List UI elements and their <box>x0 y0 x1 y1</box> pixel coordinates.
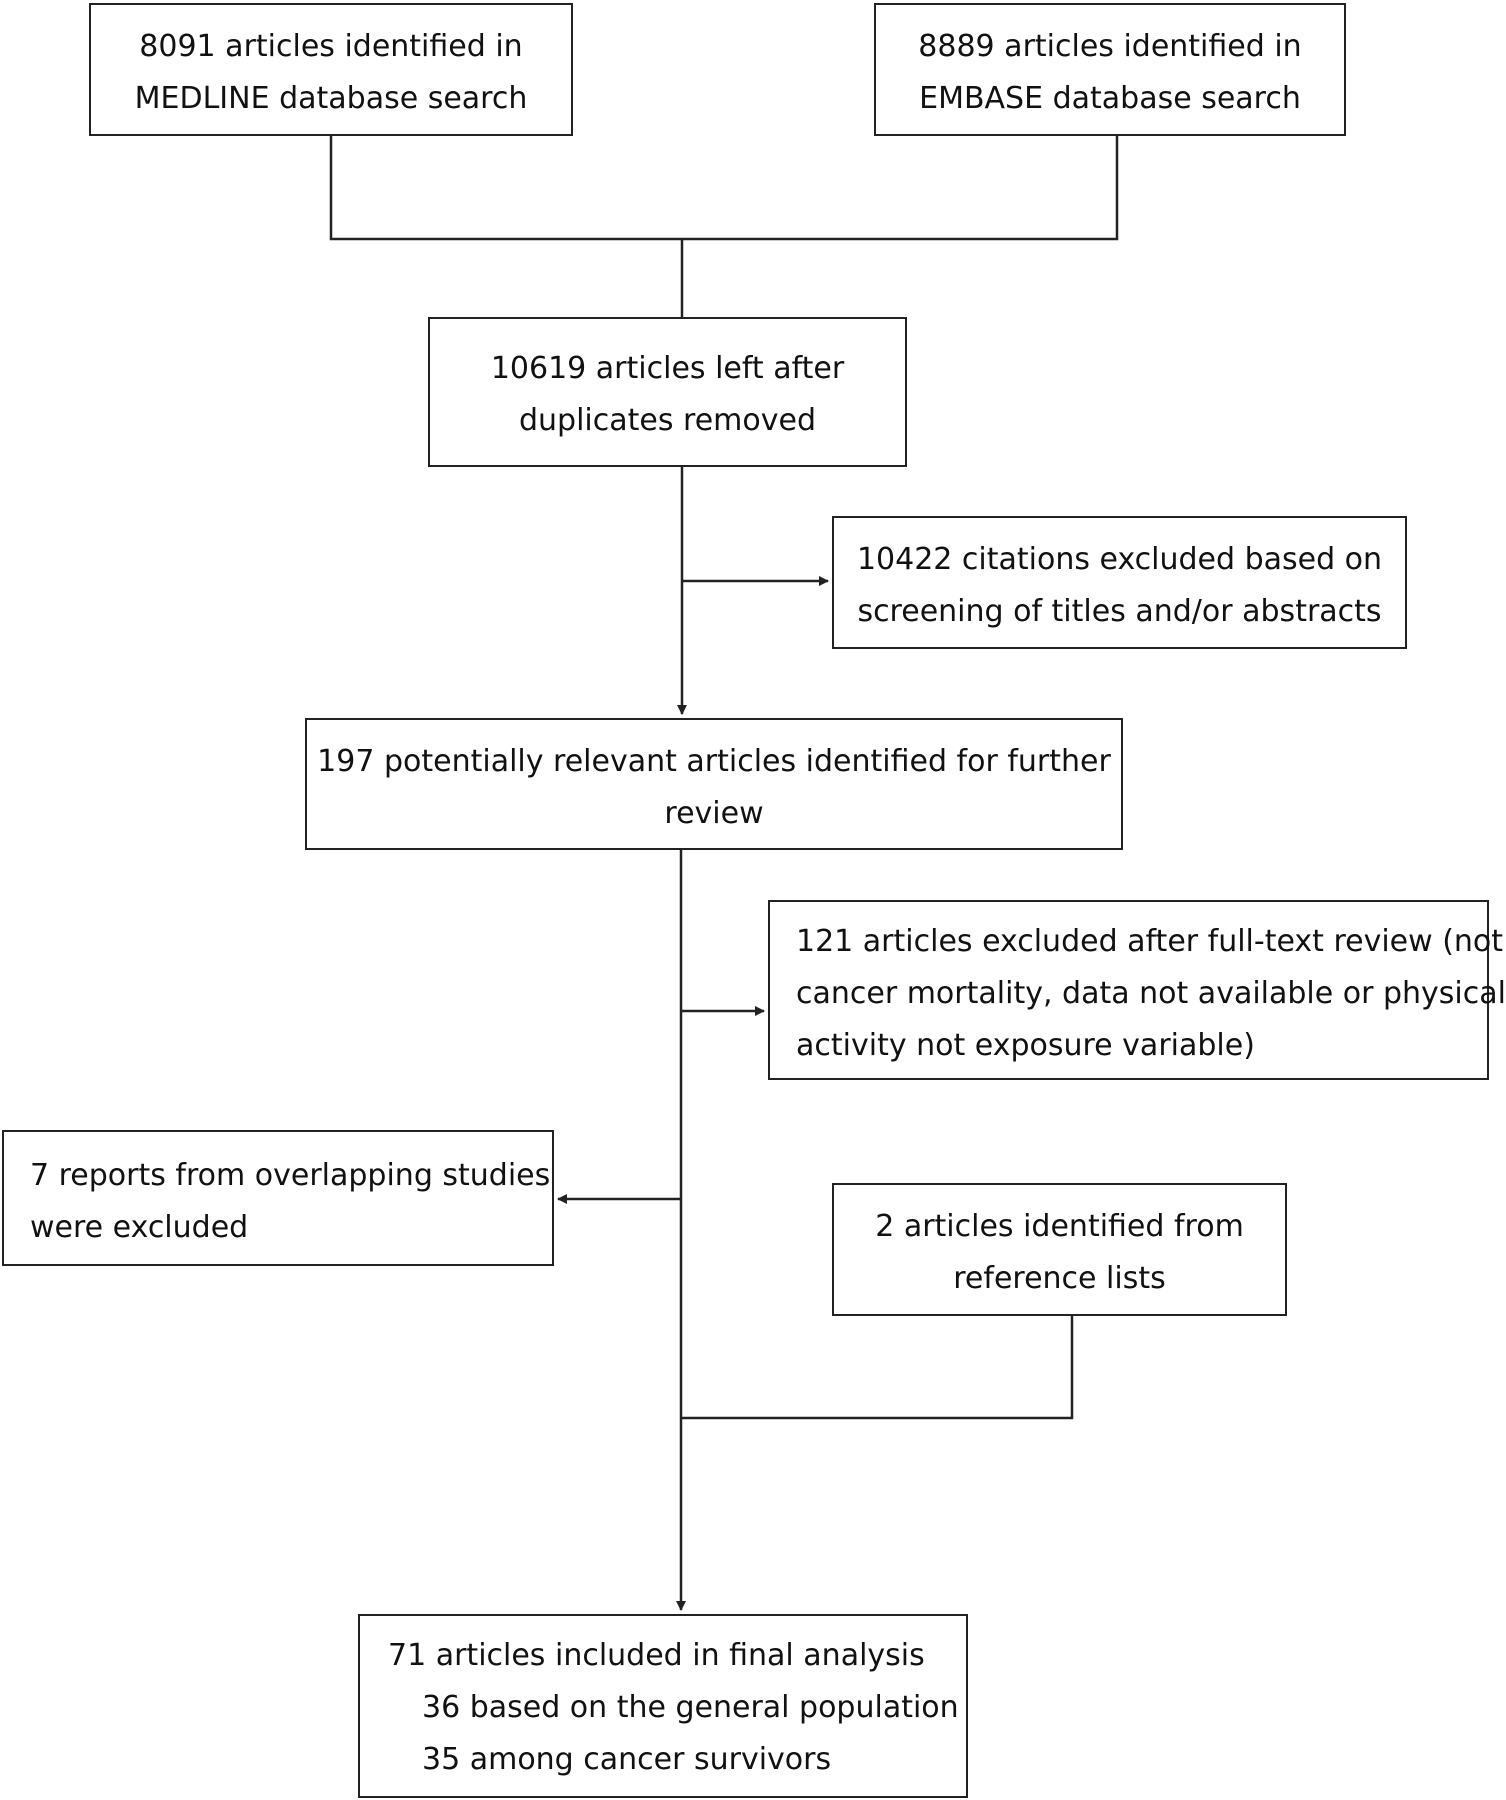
overlap-excluded-box: 7 reports from overlapping studies were … <box>2 1130 554 1266</box>
medline-line-2: MEDLINE database search <box>134 81 528 116</box>
dedup-line-2: duplicates removed <box>519 403 816 438</box>
screen-excluded-line-1: 10422 citations excluded based on <box>856 542 1383 577</box>
embase-search-box: 8889 articles identified in EMBASE datab… <box>874 3 1346 136</box>
reference-lists-box: 2 articles identified from reference lis… <box>832 1183 1287 1316</box>
fulltext-excluded-line-3: activity not exposure variable) <box>796 1028 1255 1063</box>
embase-line-2: EMBASE database search <box>919 81 1301 116</box>
final-line-2: 36 based on the general population <box>422 1690 959 1725</box>
final-line-1: 71 articles included in final analysis <box>388 1638 925 1673</box>
screen-excluded-line-2: screening of titles and/or abstracts <box>857 594 1382 629</box>
final-analysis-box: 71 articles included in final analysis 3… <box>358 1614 968 1798</box>
reference-lists-connector <box>681 1316 1074 1420</box>
medline-search-box: 8091 articles identified in MEDLINE data… <box>89 3 573 136</box>
final-line-3: 35 among cancer survivors <box>422 1742 832 1777</box>
medline-connector <box>329 136 682 241</box>
embase-line-1: 8889 articles identified in <box>918 29 1302 64</box>
overlap-excluded-line-2: were excluded <box>30 1210 249 1245</box>
further-review-box: 197 potentially relevant articles identi… <box>305 718 1123 850</box>
fulltext-excluded-box: 121 articles excluded after full-text re… <box>768 900 1506 1080</box>
further-review-line-1: 197 potentially relevant articles identi… <box>317 744 1111 779</box>
further-review-line-2: review <box>664 796 764 831</box>
fulltext-excluded-line-1: 121 articles excluded after full-text re… <box>796 924 1504 959</box>
fulltext-excluded-line-2: cancer mortality, data not available or … <box>796 976 1506 1011</box>
screening-excluded-box: 10422 citations excluded based on screen… <box>832 516 1407 649</box>
reference-lists-line-1: 2 articles identified from <box>875 1209 1244 1244</box>
medline-line-1: 8091 articles identified in <box>139 29 523 64</box>
overlap-excluded-line-1: 7 reports from overlapping studies <box>30 1158 551 1193</box>
duplicates-removed-box: 10619 articles left after duplicates rem… <box>428 317 907 467</box>
reference-lists-line-2: reference lists <box>953 1261 1166 1296</box>
embase-connector <box>682 136 1119 241</box>
dedup-line-1: 10619 articles left after <box>490 351 845 386</box>
